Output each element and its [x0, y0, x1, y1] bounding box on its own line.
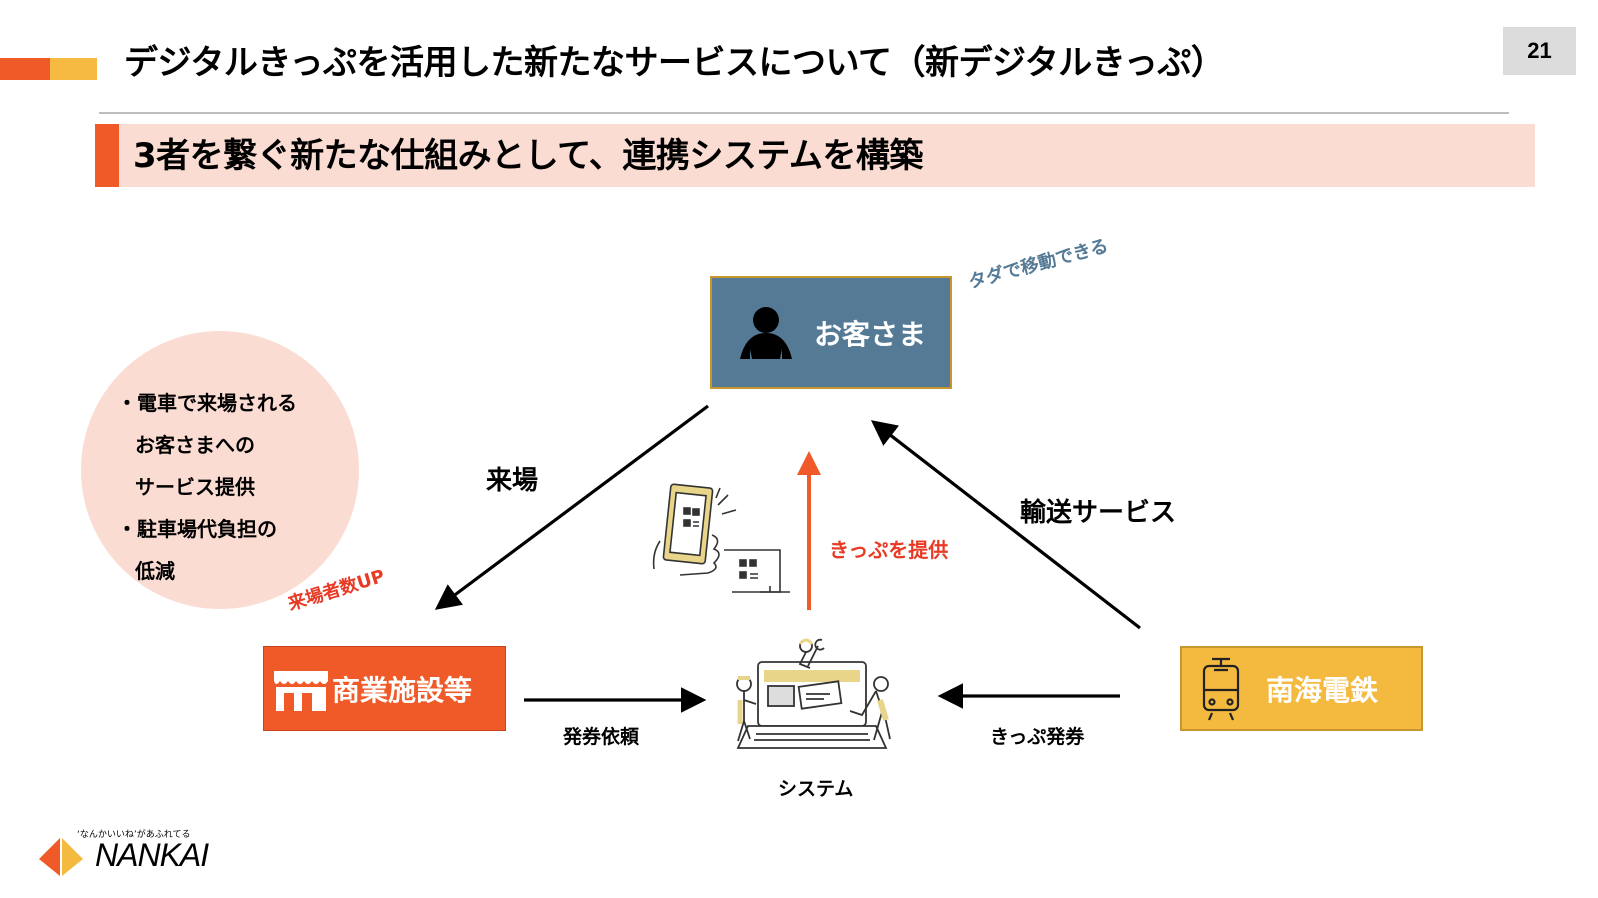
benefit-line: サービス提供 — [135, 475, 255, 499]
subheading-band — [95, 124, 1535, 187]
subheading-accent — [95, 124, 119, 187]
qr-phone-illustration — [652, 483, 790, 593]
header-accent-orange — [0, 58, 50, 80]
page-number: 21 — [1503, 27, 1576, 75]
benefit-line: 低減 — [135, 559, 175, 583]
edge-label-provide-ticket: きっぷを提供 — [829, 538, 949, 562]
nankai-logo-mark — [39, 838, 83, 876]
edge-label-transport: 輸送サービス — [1020, 498, 1177, 528]
benefit-line: ・電車で来場される — [117, 391, 297, 415]
node-commercial-facility: 商業施設等 — [263, 646, 506, 731]
logo-tagline: ‘なんかいいね’があふれてる — [77, 830, 191, 840]
arrow-visit — [434, 404, 709, 610]
benefit-circle — [81, 331, 359, 609]
header-accent-yellow — [50, 58, 97, 80]
node-system-label: システム — [778, 778, 854, 800]
node-customer: お客さま — [710, 276, 952, 389]
edge-label-visit: 来場 — [486, 466, 539, 496]
annotation-free-travel: タダで移動できる — [966, 235, 1111, 294]
page-title: デジタルきっぷを活用した新たなサービスについて（新デジタルきっぷ） — [124, 43, 1225, 83]
benefit-line: ・駐車場代負担の — [117, 517, 277, 541]
benefit-line: お客さまへの — [135, 433, 255, 457]
edge-label-ticket-issue: きっぷ発券 — [990, 726, 1085, 748]
subheading-title: 3者を繋ぐ新たな仕組みとして、連携システムを構築 — [133, 136, 923, 176]
node-commercial-label: 商業施設等 — [332, 673, 473, 707]
benefit-list: ・電車で来場される お客さまへの サービス提供 ・駐車場代負担の 低減 — [117, 382, 297, 592]
node-customer-label: お客さま — [813, 317, 926, 351]
logo-wordmark: NANKAI — [95, 837, 209, 873]
system-illustration — [736, 638, 891, 749]
header-divider — [99, 112, 1509, 114]
edge-label-issue-request: 発券依頼 — [563, 726, 640, 748]
storefront-icon — [274, 670, 328, 711]
node-nankai-label: 南海電鉄 — [1266, 673, 1379, 707]
person-icon — [739, 306, 792, 359]
train-icon — [1202, 657, 1240, 720]
node-nankai: 南海電鉄 — [1180, 646, 1423, 731]
